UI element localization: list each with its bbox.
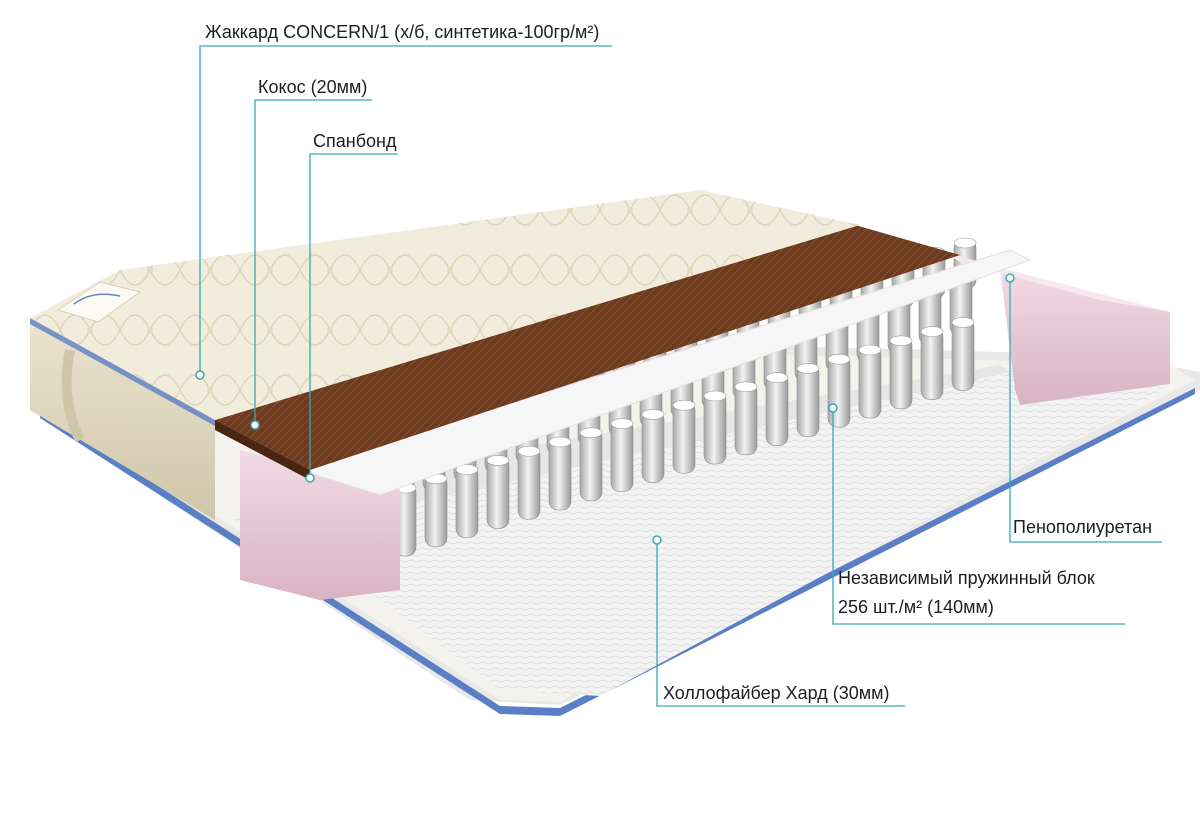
spring-coil: [734, 382, 758, 456]
spring-coil: [455, 465, 479, 538]
label-spring-block-line1: Независимый пружинный блок: [838, 568, 1095, 588]
brand-tag-logo-icon: [73, 293, 121, 305]
leader-spunbond: [309, 153, 398, 478]
spring-coil-top: [953, 237, 977, 249]
spring-coil: [796, 364, 820, 437]
spring-coil-top: [672, 399, 696, 411]
leader-spunbond-dot: [305, 473, 315, 483]
leader-lines: [195, 45, 1162, 707]
label-spunbond: Спанбонд: [313, 131, 397, 151]
spring-coil: [672, 400, 696, 474]
label-foam: Пенополиуретан: [1013, 517, 1153, 537]
leader-jacquard-dot: [195, 370, 205, 380]
leader-spring-block-dot: [828, 403, 838, 413]
spring-coil-top: [703, 390, 727, 402]
leader-hollofiber: [656, 540, 905, 707]
spring-coil-top: [579, 427, 603, 439]
spring-coil-top: [486, 455, 510, 466]
spring-coil: [424, 474, 448, 548]
label-spring-block-line2: 256 шт./м² (140мм): [838, 597, 994, 617]
spring-coil-top: [827, 353, 851, 365]
spring-coil: [920, 327, 944, 400]
spring-coil-top: [517, 445, 541, 457]
spring-coil: [703, 391, 727, 465]
spring-coil: [548, 437, 572, 511]
spring-coil: [889, 336, 913, 410]
spring-coil-top: [889, 335, 913, 347]
spring-coil: [827, 354, 851, 428]
leader-hollofiber-dot: [652, 535, 662, 545]
spring-coil: [486, 456, 510, 529]
leader-foam-dot: [1005, 273, 1015, 283]
spring-coil-top: [734, 381, 758, 393]
spring-coil: [858, 345, 882, 419]
spring-coil-top: [765, 372, 789, 383]
label-hollofiber: Холлофайбер Хард (30мм): [663, 683, 890, 703]
spring-coil-top: [548, 436, 572, 448]
leader-coconut: [254, 99, 372, 425]
leader-foam: [1009, 278, 1162, 543]
leader-jacquard: [199, 45, 612, 375]
spring-coil: [951, 318, 975, 391]
leader-spring-block: [832, 408, 1125, 625]
jacquard-cover: [30, 190, 860, 520]
spring-coil-top: [951, 317, 975, 328]
spring-coil: [765, 373, 789, 446]
leader-coconut-dot: [250, 420, 260, 430]
spring-coil: [579, 428, 603, 502]
label-jacquard: Жаккард CONCERN/1 (х/б, синтетика-100гр/…: [205, 22, 600, 42]
spring-coil-top: [610, 418, 634, 429]
spring-coil-top: [455, 464, 479, 475]
spring-coil-top: [920, 326, 944, 337]
label-coconut: Кокос (20мм): [258, 77, 368, 97]
spring-coil-top: [858, 344, 882, 356]
spring-coil: [517, 446, 541, 520]
spring-coil: [610, 419, 634, 492]
spring-coil: [641, 410, 665, 483]
coconut-layer: [215, 225, 960, 480]
spring-coil-top: [641, 409, 665, 420]
spring-coil-top: [796, 363, 820, 374]
